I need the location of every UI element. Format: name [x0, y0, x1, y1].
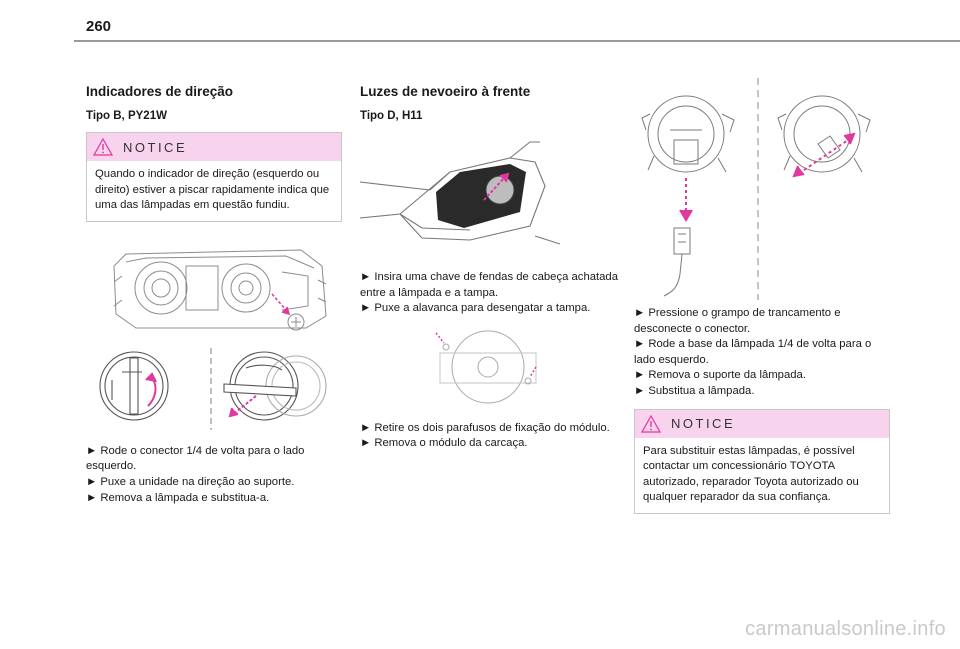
connector-rotation-illustration	[99, 347, 327, 430]
headlamp-rear-illustration	[113, 249, 327, 331]
fog-bulb-connector-illustration	[641, 78, 871, 300]
step-item: ► Insira uma chave de fendas de cabeça a…	[360, 271, 618, 299]
warning-triangle-icon	[93, 138, 113, 156]
step-item: ► Remova o suporte da lâmpada.	[634, 369, 806, 382]
subheading-type-b: Tipo B, PY21W	[86, 110, 167, 122]
steps-fog-module: ► Retire os dois parafusos de fixação do…	[360, 421, 620, 452]
notice-header: NOTICE	[635, 409, 889, 438]
step-item: ► Puxe a unidade na direção ao suporte.	[86, 475, 295, 488]
notice-text: Quando o indicador de direção (esquerdo …	[95, 168, 330, 212]
section-heading-turn-signals: Indicadores de direção	[86, 84, 234, 99]
step-item: ► Rode o conector 1/4 de volta para o la…	[86, 444, 305, 473]
fog-module-screws-illustration	[435, 330, 537, 404]
step-item: ► Substitua a lâmpada.	[634, 384, 755, 397]
watermark: carmanualsonline.info	[745, 618, 946, 640]
step-item: ► Pressione o grampo de trancamento e de…	[634, 307, 841, 335]
column-fog-bulb: ► Pressione o grampo de trancamento e de…	[634, 74, 894, 514]
column-turn-signals: Indicadores de direção Tipo B, PY21W NOT…	[86, 84, 346, 506]
steps-fog-bulb: ► Pressione o grampo de trancamento e de…	[634, 306, 894, 400]
subheading-type-d: Tipo D, H11	[360, 110, 423, 122]
step-item: ► Remova o módulo da carcaça.	[360, 437, 528, 450]
notice-box-fog-lights: NOTICE Para substituir estas lâmpadas, é…	[634, 408, 890, 514]
page-number: 260	[86, 18, 112, 35]
top-rule	[74, 40, 960, 42]
fog-light-cover-illustration	[360, 141, 561, 245]
steps-turn-signal: ► Rode o conector 1/4 de volta para o la…	[86, 444, 346, 506]
notice-header: NOTICE	[87, 133, 341, 161]
notice-title: NOTICE	[671, 416, 736, 432]
step-item: ► Retire os dois parafusos de fixação do…	[360, 421, 610, 434]
notice-title: NOTICE	[123, 139, 188, 155]
step-item: ► Puxe a alavanca para desengatar a tamp…	[360, 302, 591, 315]
section-heading-fog-lights: Luzes de nevoeiro à frente	[360, 84, 531, 99]
warning-triangle-icon	[641, 414, 661, 433]
step-item: ► Remova a lâmpada e substitua-a.	[86, 491, 270, 504]
notice-text: Para substituir estas lâmpadas, é possív…	[643, 444, 859, 504]
column-fog-lights: Luzes de nevoeiro à frente Tipo D, H11 ►…	[360, 84, 620, 452]
steps-fog-cover: ► Insira uma chave de fendas de cabeça a…	[360, 270, 620, 317]
notice-box-turn-signals: NOTICE Quando o indicador de direção (es…	[86, 132, 342, 222]
step-item: ► Rode a base da lâmpada 1/4 de volta pa…	[634, 338, 872, 366]
